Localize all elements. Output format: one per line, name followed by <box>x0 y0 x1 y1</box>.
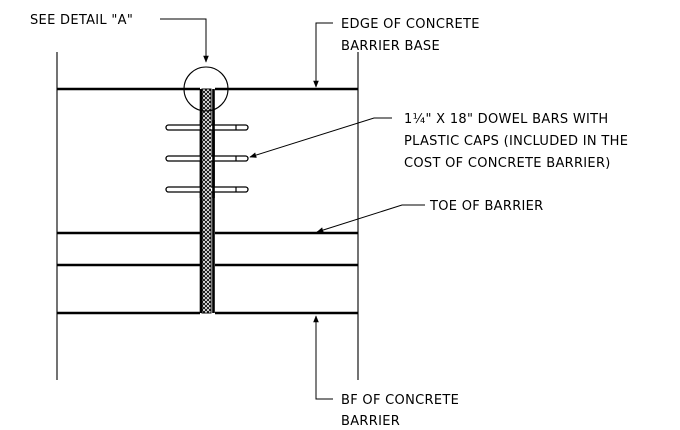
dowel-label-line1: 1¼" X 18" DOWEL BARS WITH <box>404 112 609 127</box>
detail-leader <box>160 18 209 63</box>
detail-ref-label: SEE DETAIL "A" <box>30 13 133 28</box>
joint-filler-overlap <box>202 120 211 198</box>
dowel-label-line3: COST OF CONCRETE BARRIER) <box>404 156 611 171</box>
toe-leader <box>316 204 425 233</box>
edge-label-line2: BARRIER BASE <box>341 39 440 54</box>
bf-label-line2: BARRIER <box>341 414 400 429</box>
dowel-label-line2: PLASTIC CAPS (INCLUDED IN THE <box>404 134 628 149</box>
dowel-leader <box>249 117 392 158</box>
edge-leader <box>313 22 333 88</box>
bf-label-line1: BF OF CONCRETE <box>341 393 459 408</box>
detail-a-circle <box>183 66 229 112</box>
edge-label-line1: EDGE OF CONCRETE <box>341 17 480 32</box>
bf-leader <box>313 315 333 400</box>
toe-label: TOE OF BARRIER <box>429 199 544 214</box>
